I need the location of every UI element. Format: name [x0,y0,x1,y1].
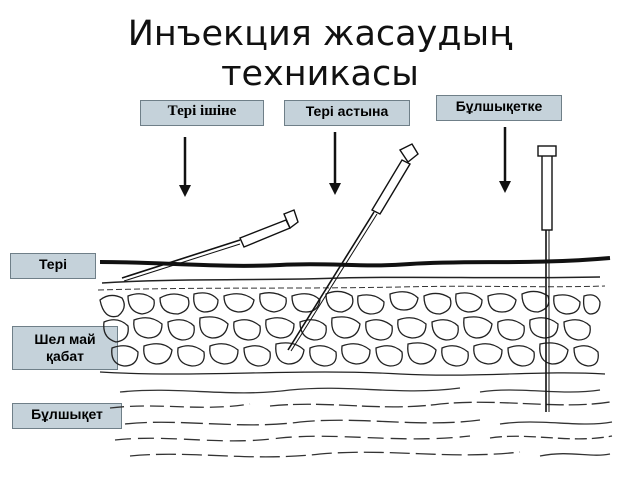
label-muscle: Бұлшықет [12,403,122,429]
label-intramuscular: Бұлшықетке [436,95,562,121]
needle-subcutaneous [287,143,419,352]
muscle-layer [109,387,613,458]
arrow-intramuscular [499,127,511,193]
arrow-subcutaneous [329,132,341,195]
skin-layer [97,256,611,291]
label-skin: Тері [10,253,96,279]
fat-layer [99,290,606,376]
label-subcutaneous: Тері астына [284,100,410,126]
needle-intramuscular [537,145,557,412]
arrow-intradermal [179,137,191,197]
label-fat: Шел май қабат [12,326,118,370]
needle-intradermal [121,209,299,282]
label-intradermal: Тері ішіне [140,100,264,126]
diagram-title: Инъекция жасаудың техникасы [127,14,513,94]
